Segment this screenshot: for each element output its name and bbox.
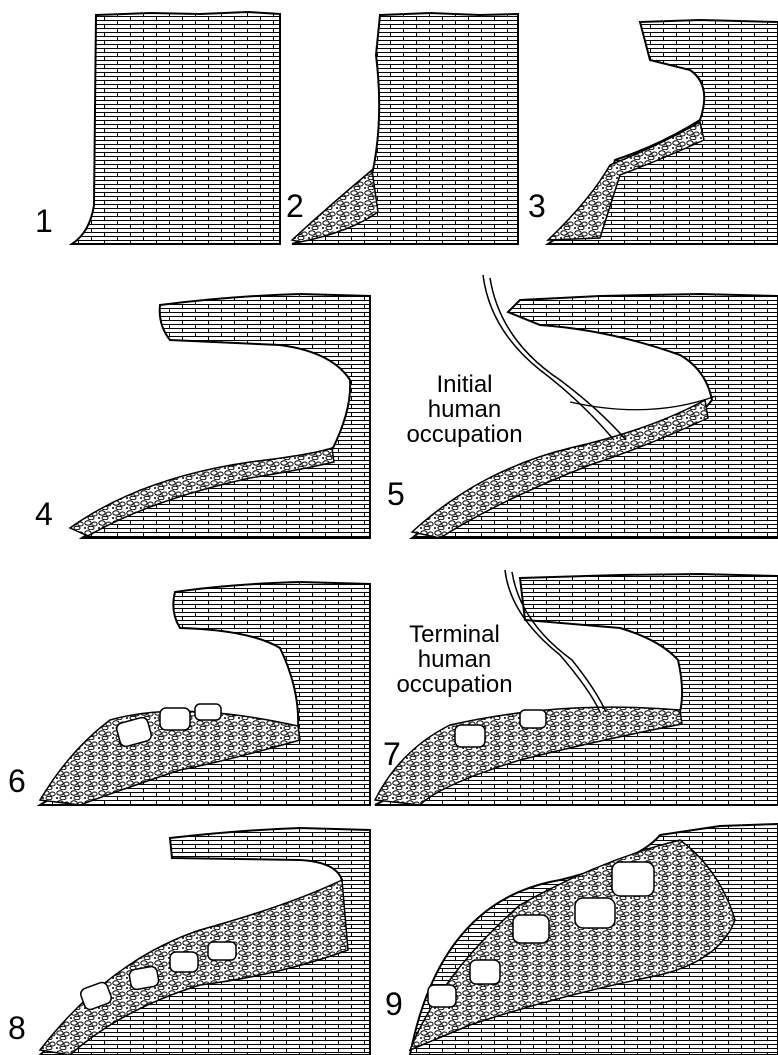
- fallen-block-8d: [208, 942, 236, 960]
- panel-number-2: 2: [286, 190, 304, 222]
- fallen-block-9a: [612, 862, 654, 896]
- panel-number-3: 3: [528, 190, 546, 222]
- panel-6: [40, 582, 370, 805]
- panel-2: [292, 13, 518, 244]
- bedrock-1: [72, 12, 280, 244]
- panel-number-9: 9: [385, 988, 403, 1020]
- fallen-block-8c: [170, 952, 198, 972]
- panel-3: [548, 20, 778, 244]
- panel-8: [40, 828, 370, 1055]
- panel-4: [70, 294, 370, 538]
- panel-number-6: 6: [8, 765, 26, 797]
- panel-number-1: 1: [35, 205, 53, 237]
- panel-number-8: 8: [8, 1012, 26, 1044]
- fallen-block-6b: [160, 708, 190, 730]
- panel-number-7: 7: [383, 738, 401, 770]
- fallen-block-9c: [513, 915, 549, 943]
- fallen-block-8b: [128, 966, 159, 991]
- caption-initial-line-2: human: [392, 397, 537, 422]
- caption-initial-line-1: Initial: [392, 372, 537, 397]
- panel-number-5: 5: [387, 478, 405, 510]
- fallen-block-7b: [520, 710, 546, 728]
- caption-terminal-line-3: occupation: [382, 672, 527, 697]
- panel-1: [72, 12, 280, 244]
- caption-terminal-occupation: Terminal human occupation: [382, 622, 527, 698]
- fallen-block-9d: [470, 960, 500, 984]
- caption-initial-line-3: occupation: [392, 422, 537, 447]
- fallen-block-9b: [575, 898, 615, 928]
- caption-terminal-line-2: human: [382, 647, 527, 672]
- fallen-block-6c: [195, 704, 221, 720]
- panel-9: [410, 824, 778, 1055]
- fallen-block-7a: [455, 725, 485, 747]
- panel-number-4: 4: [35, 498, 53, 530]
- caption-initial-occupation: Initial human occupation: [392, 372, 537, 448]
- caption-terminal-line-1: Terminal: [382, 622, 527, 647]
- fallen-block-9e: [428, 985, 456, 1007]
